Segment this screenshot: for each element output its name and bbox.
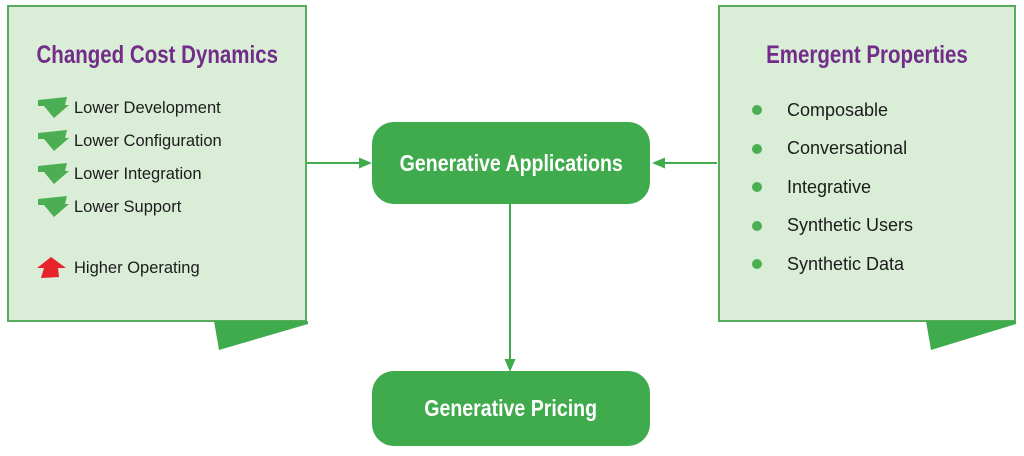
property-label: Integrative [787, 176, 872, 197]
cost-item: Higher Operating [37, 255, 305, 281]
property-label: Composable [787, 99, 889, 120]
property-item: Synthetic Data [752, 250, 1014, 278]
cost-item-label: Lower Support [74, 197, 182, 216]
changed-cost-dynamics-card: Changed Cost Dynamics Lower Development … [7, 5, 307, 322]
generative-applications-label: Generative Applications [399, 149, 623, 176]
down-arrow-icon [38, 97, 69, 118]
property-item: Integrative [752, 173, 1014, 201]
property-item: Synthetic Users [752, 212, 1014, 240]
up-arrow-icon [37, 257, 66, 278]
cost-item: Lower Integration [37, 161, 305, 187]
property-list: Composable Conversational Integrative Sy… [720, 96, 1014, 278]
cost-item-label: Lower Integration [74, 164, 202, 183]
cost-list: Lower Development Lower Configuration Lo… [9, 95, 305, 281]
down-arrow-icon [38, 196, 69, 217]
generative-applications-node: Generative Applications [372, 122, 650, 204]
right-card-fold-corner [926, 321, 1016, 350]
left-card-title-text: Changed Cost Dynamics [36, 41, 278, 69]
left-card-title: Changed Cost Dynamics [9, 39, 305, 71]
property-label: Conversational [787, 138, 908, 158]
property-item: Conversational [752, 135, 1014, 163]
bullet-icon [752, 105, 762, 115]
bullet-icon [752, 143, 762, 154]
generative-pricing-label: Generative Pricing [424, 395, 598, 421]
right-card-title: Emergent Properties [720, 39, 1014, 71]
bullet-icon [752, 220, 762, 231]
emergent-properties-card: Emergent Properties Composable Conversat… [718, 5, 1016, 322]
property-item: Composable [752, 96, 1014, 124]
cost-item-label: Lower Development [74, 98, 221, 117]
down-arrow-icon [38, 130, 69, 151]
bullet-icon [752, 259, 762, 269]
down-arrow-icon [38, 163, 69, 184]
generative-pricing-node: Generative Pricing [372, 371, 650, 446]
right-card-title-text: Emergent Properties [766, 41, 968, 69]
cost-item: Lower Support [37, 194, 305, 220]
cost-item-label: Lower Configuration [74, 131, 222, 150]
cost-item: Lower Development [37, 95, 305, 121]
property-label: Synthetic Users [787, 215, 914, 235]
property-label: Synthetic Data [787, 253, 905, 274]
left-card-fold-corner [214, 321, 308, 350]
cost-item-label: Higher Operating [74, 258, 200, 277]
arrow-left-to-center [307, 157, 372, 169]
cost-item: Lower Configuration [37, 128, 305, 154]
bullet-icon [752, 182, 762, 192]
arrow-right-to-center [652, 157, 717, 169]
arrow-center-to-bottom [504, 204, 516, 372]
